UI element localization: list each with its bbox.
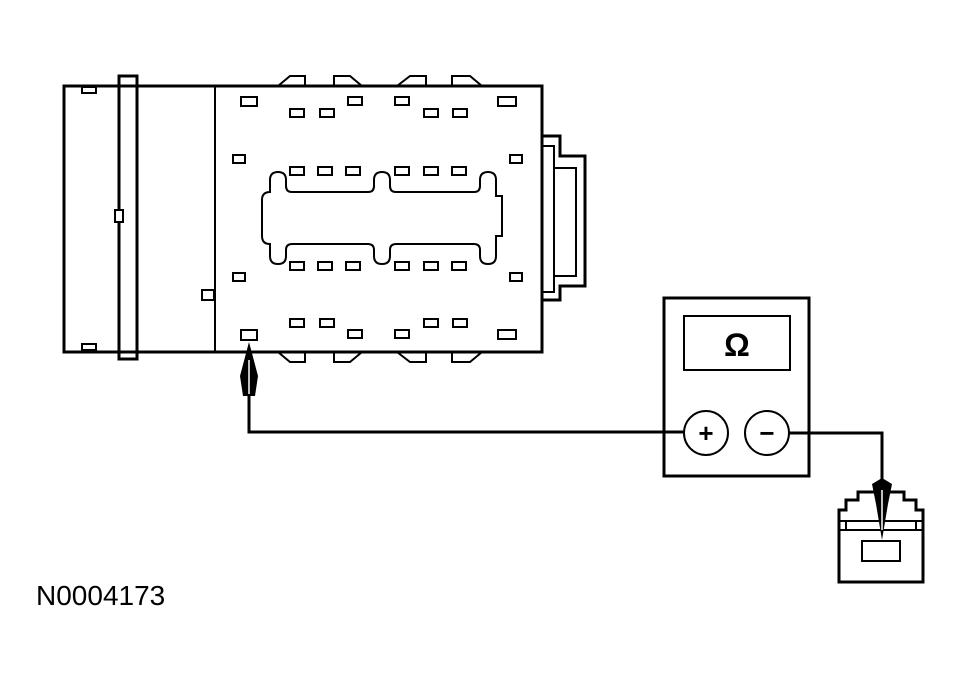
negative-probe (872, 478, 892, 540)
positive-terminal-label: + (698, 418, 713, 448)
top-latch-teeth (277, 75, 483, 87)
negative-terminal-label: − (759, 418, 774, 448)
side-tab-window (553, 167, 577, 277)
meter-display (683, 315, 791, 371)
positive-probe (240, 342, 258, 396)
ground-connector-body (837, 490, 925, 584)
ohmmeter: Ω + − (662, 296, 811, 478)
tested-pin-cavity (240, 329, 258, 341)
side-tab-inner (541, 145, 555, 293)
meter-case (662, 296, 811, 478)
pin-cavities (232, 96, 523, 340)
body-slot (201, 289, 215, 301)
figure-id-label: N0004173 (36, 580, 166, 611)
module-connector (62, 74, 587, 363)
bottom-latch-teeth (277, 351, 483, 363)
positive-test-lead (247, 396, 684, 434)
negative-test-lead (789, 431, 884, 482)
body-slot (81, 86, 97, 94)
center-keying-cutout (261, 170, 503, 266)
body-slot (81, 343, 97, 351)
positive-terminal[interactable] (683, 410, 729, 456)
connector-side-tab (542, 134, 587, 302)
ohm-symbol: Ω (724, 327, 750, 363)
lock-bar-tab (114, 209, 124, 223)
ground-terminal-cavity (861, 540, 901, 562)
